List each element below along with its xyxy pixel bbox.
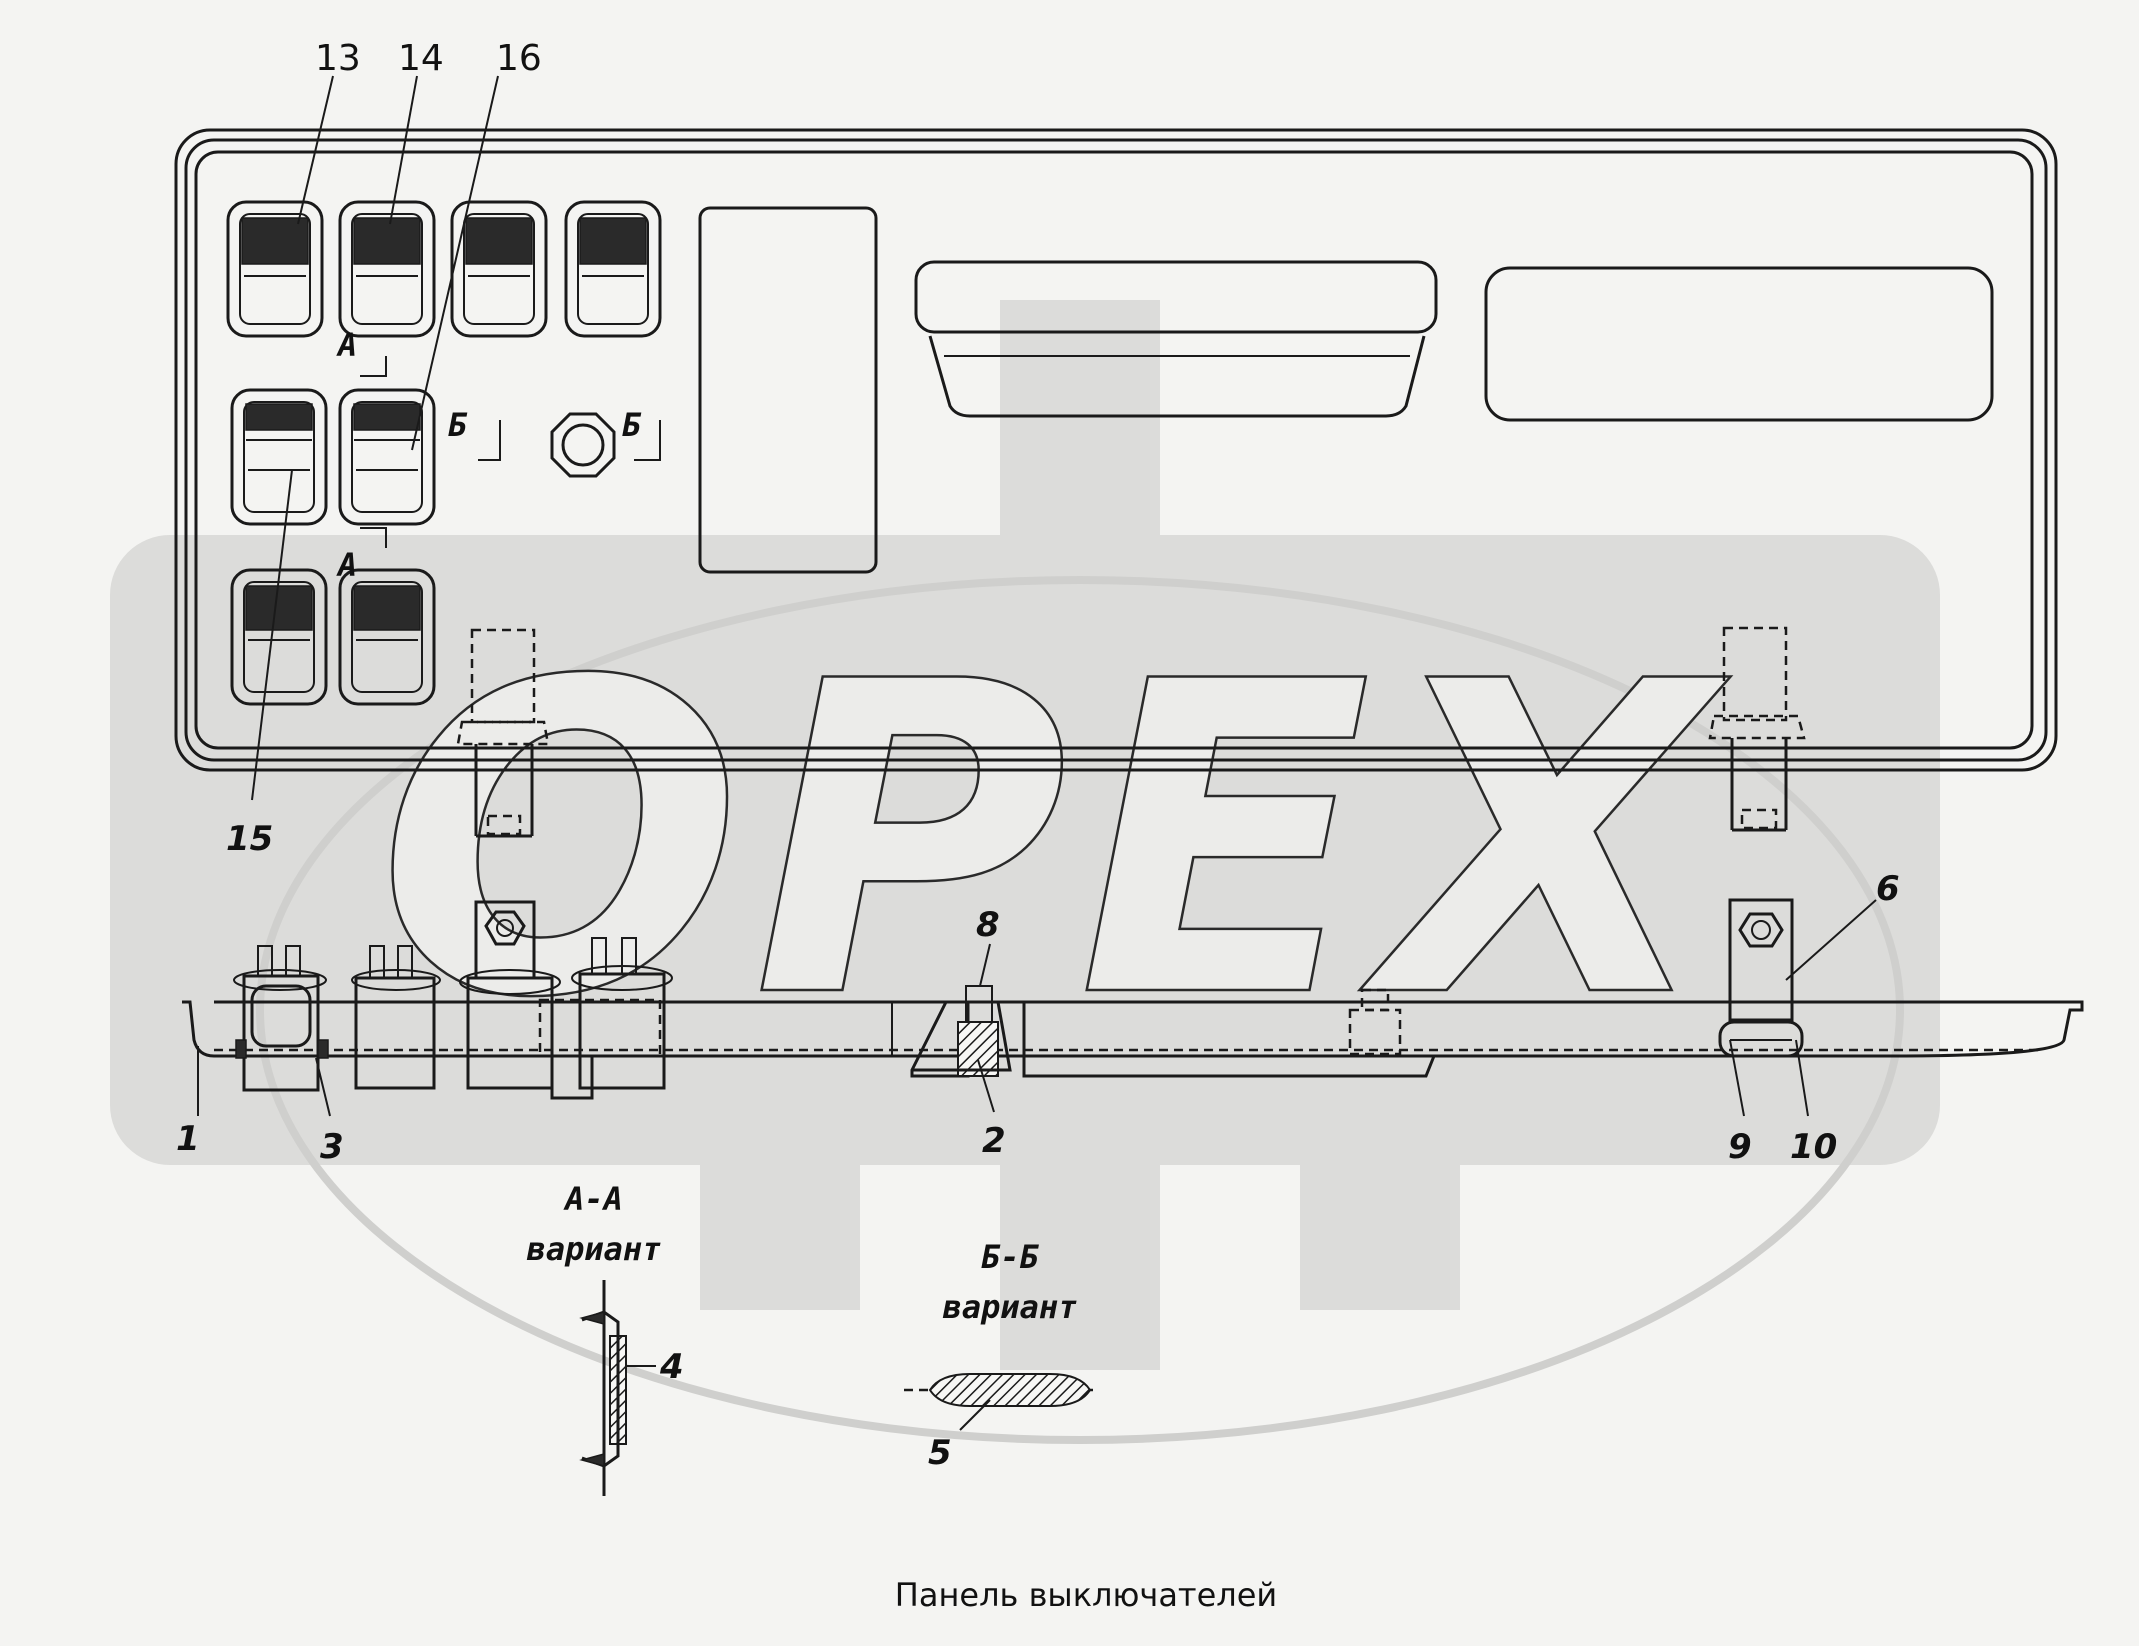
section-aa-variant: А-А вариант 4 <box>527 1180 684 1496</box>
section-aa-title: А-А <box>563 1180 623 1218</box>
callout-2: 2 <box>982 1121 1006 1161</box>
watermark-gear-ring <box>256 576 1904 1444</box>
indicator-lamp <box>550 412 616 478</box>
callout-9: 9 <box>1728 1127 1752 1167</box>
callout-6: 6 <box>1876 869 1900 909</box>
callout-13: 13 <box>315 38 361 79</box>
svg-text:Б: Б <box>622 406 642 444</box>
callout-16: 16 <box>496 38 542 79</box>
connector <box>233 945 329 1092</box>
panel-outline-inner <box>194 150 2034 750</box>
watermark-logo: OPEX <box>110 300 1940 1444</box>
callout-8: 8 <box>976 905 1000 945</box>
callout-14: 14 <box>398 38 444 79</box>
rocker-switch <box>564 200 662 338</box>
callout-1: 1 <box>176 1119 200 1159</box>
watermark-gear-tooth <box>1000 1120 1160 1370</box>
callout-4: 4 <box>659 1347 684 1387</box>
display-window <box>914 260 1438 418</box>
panel-outline-mid <box>184 138 2048 762</box>
section-bb-subtitle: вариант <box>943 1288 1078 1326</box>
watermark-text: OPEX <box>377 592 1731 1092</box>
figure-caption: Панель выключателей <box>895 1576 1277 1614</box>
rocker-switch <box>226 200 324 338</box>
section-mark-a: А А <box>336 326 387 584</box>
panel-front-view: А А Б Б <box>174 128 2058 838</box>
section-bb-title: Б-Б <box>981 1238 1040 1276</box>
hidden-bracket-right <box>1708 626 1806 832</box>
svg-text:Б: Б <box>448 406 468 444</box>
svg-text:А: А <box>336 326 357 364</box>
section-mark-b: Б Б <box>448 406 661 461</box>
callout-10: 10 <box>1790 1127 1837 1167</box>
switch-row-1 <box>226 200 662 338</box>
rocker-switch <box>338 388 436 526</box>
callouts-top: 13 14 16 15 <box>226 38 542 859</box>
watermark-gear-tooth <box>1000 300 1160 600</box>
rocker-switch <box>230 388 328 526</box>
callout-3: 3 <box>320 1127 344 1167</box>
connector <box>538 937 673 1100</box>
switch-row-2 <box>230 388 616 526</box>
grommet-fastener <box>891 985 1012 1078</box>
hidden-bracket-left <box>456 628 550 838</box>
relay-with-nut <box>459 900 561 1090</box>
section-aa-subtitle: вариант <box>527 1230 662 1268</box>
bracket-clamp <box>1718 898 1804 1058</box>
rocker-switch <box>450 200 548 338</box>
tall-window <box>698 206 878 574</box>
panel-outline-outer <box>174 128 2058 772</box>
callout-15: 15 <box>226 819 273 859</box>
section-bb-variant: Б-Б вариант 5 <box>904 1238 1094 1473</box>
label-window <box>1484 266 1994 422</box>
rocker-switch <box>338 200 436 338</box>
connector <box>351 945 441 1090</box>
watermark-gear-tooth <box>700 1160 860 1310</box>
rocker-switch <box>338 568 436 706</box>
tray-insert <box>1022 988 1436 1078</box>
svg-text:А: А <box>336 546 357 584</box>
callouts-side: 1 3 8 2 6 9 10 <box>176 869 1900 1167</box>
callout-5: 5 <box>928 1433 952 1473</box>
watermark-gear-tooth <box>1300 1160 1460 1310</box>
watermark-gear-band <box>110 535 1940 1165</box>
